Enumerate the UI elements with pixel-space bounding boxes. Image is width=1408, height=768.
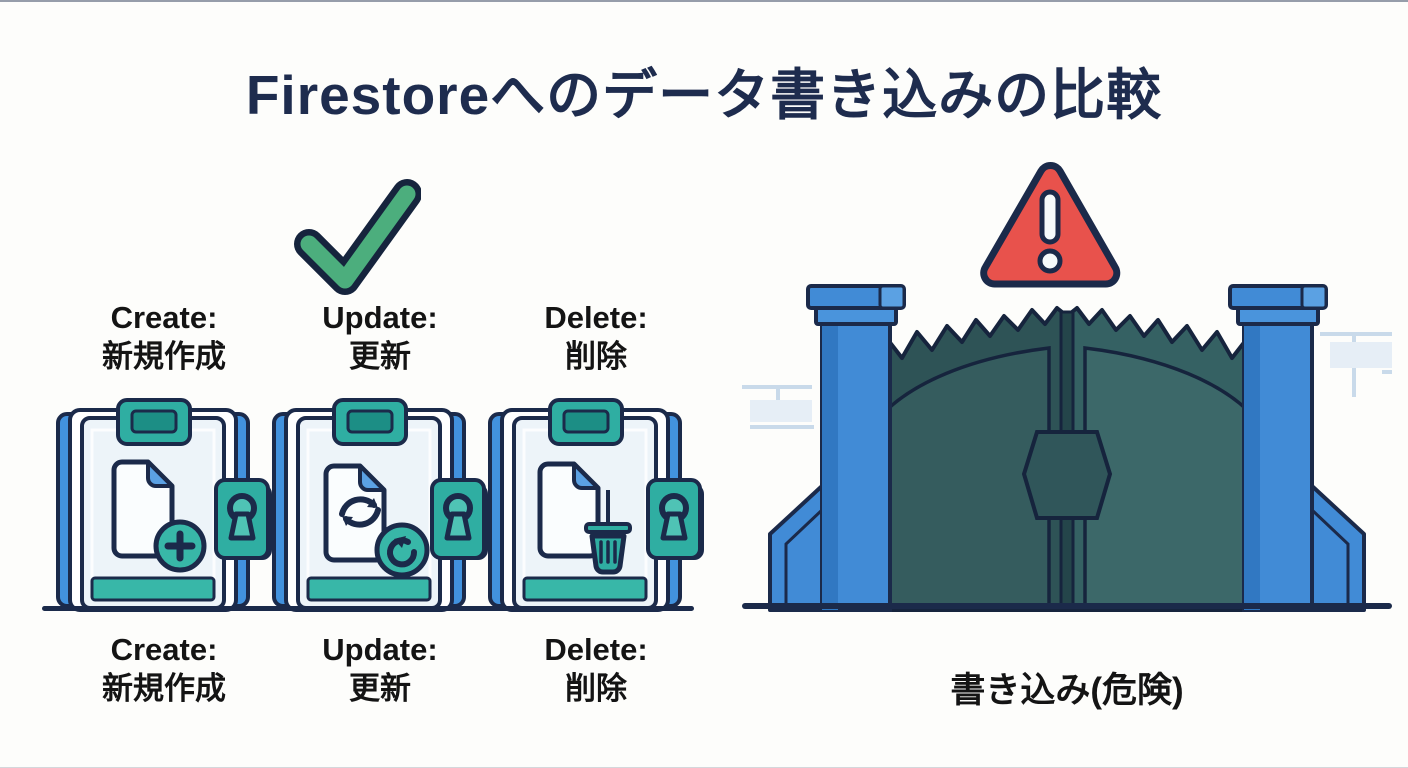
create-label-bottom: Create: 新規作成 xyxy=(52,630,276,708)
lock-icon xyxy=(214,478,272,560)
closed-gate-icon xyxy=(742,284,1392,612)
buttress-left xyxy=(768,484,824,612)
delete-label-bottom: Delete: 削除 xyxy=(484,630,708,708)
gate-center-hex xyxy=(1021,430,1113,520)
create-label-top: Create: 新規作成 xyxy=(52,298,276,376)
update-label-en: Update: xyxy=(322,300,438,335)
create-label-en: Create: xyxy=(110,300,218,335)
pillar-right xyxy=(1228,284,1328,612)
document-sync-icon xyxy=(272,398,488,612)
document-plus-icon xyxy=(56,398,272,612)
warning-triangle-icon xyxy=(980,162,1121,288)
brick-decoration-left xyxy=(742,385,814,429)
check-icon xyxy=(294,179,421,295)
update-label-top: Update: 更新 xyxy=(268,298,492,376)
document-trash-glyph xyxy=(537,461,632,575)
update-label-en: Update: xyxy=(322,632,438,667)
danger-label: 書き込み(危険) xyxy=(950,671,1184,710)
delete-label-en: Delete: xyxy=(544,300,648,335)
document-plus-glyph xyxy=(111,459,207,573)
delete-label-ja: 削除 xyxy=(565,671,627,706)
brick-decoration-right xyxy=(1320,332,1392,397)
create-label-en: Create: xyxy=(110,632,218,667)
create-label-ja: 新規作成 xyxy=(102,339,226,374)
ground-line-left xyxy=(42,606,694,611)
ground-line-right xyxy=(742,603,1392,609)
create-label-ja: 新規作成 xyxy=(102,671,226,706)
page-title: Firestoreへのデータ書き込みの比較 xyxy=(245,64,1163,126)
delete-label-en: Delete: xyxy=(544,632,648,667)
delete-label-ja: 削除 xyxy=(565,339,627,374)
buttress-right xyxy=(1310,484,1366,612)
document-trash-icon xyxy=(488,398,704,612)
update-label-ja: 更新 xyxy=(349,339,411,374)
update-label-bottom: Update: 更新 xyxy=(268,630,492,708)
delete-label-top: Delete: 削除 xyxy=(484,298,708,376)
lock-icon xyxy=(430,478,488,560)
update-label-ja: 更新 xyxy=(349,671,411,706)
lock-icon xyxy=(646,478,704,560)
document-sync-glyph xyxy=(323,463,430,578)
pillar-left xyxy=(806,284,906,612)
